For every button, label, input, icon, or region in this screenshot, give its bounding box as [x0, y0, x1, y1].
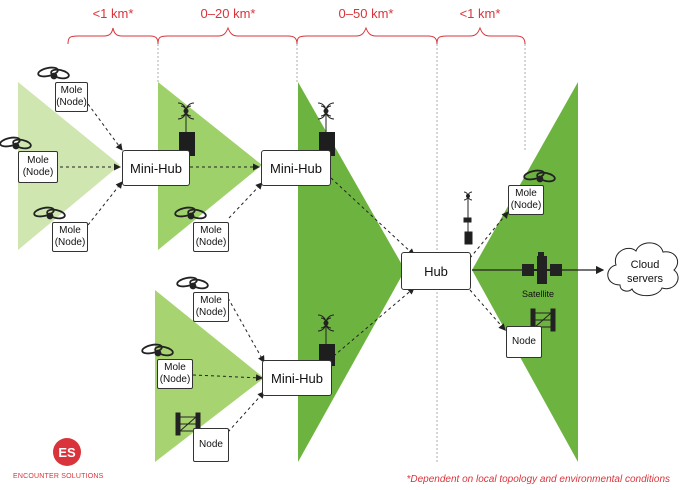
range-label-3: 0–50 km*: [338, 6, 394, 21]
mole-icon: [174, 206, 207, 220]
antenna-icon: [317, 102, 335, 132]
mole-node-box: Mole(Node): [18, 151, 58, 183]
connection-arrows: [60, 103, 509, 433]
satellite-icon: [522, 252, 562, 284]
range-brackets: [67, 26, 526, 45]
antenna-icon: [177, 102, 195, 132]
range-label-4: <1 km*: [459, 6, 501, 21]
mini-hub-box: Mini-Hub: [122, 150, 190, 186]
mole-node-box: Mole(Node): [508, 185, 544, 215]
logo-mark-text: ES: [58, 445, 76, 460]
logo-name: ENCOUNTER SOLUTIONS: [13, 473, 104, 480]
mole-node-box: Mole(Node): [55, 82, 88, 112]
mole-node-box: Mole(Node): [193, 292, 229, 322]
mole-icon: [37, 66, 70, 80]
range-label-2: 0–20 km*: [200, 6, 256, 21]
gate-icon: [530, 308, 556, 332]
satellite-label: Satellite: [522, 289, 555, 299]
mole-icon: [176, 276, 209, 290]
hub-antenna-icon: [463, 191, 473, 245]
mole-icon: [0, 136, 32, 150]
sensor-node-box: Node: [506, 326, 542, 358]
mole-icon: [141, 343, 174, 357]
logo-mark: [53, 438, 81, 466]
footnote: *Dependent on local topology and environ…: [406, 474, 670, 485]
gate-icon: [175, 412, 201, 436]
mole-node-box: Mole(Node): [193, 222, 229, 252]
coverage-zone-4: [155, 290, 264, 462]
mole-icon: [33, 206, 66, 220]
sensor-node-box: Node: [193, 428, 229, 462]
range-label-1: <1 km*: [92, 6, 134, 21]
mole-node-box: Mole(Node): [157, 359, 193, 389]
coverage-zone-3: [298, 82, 405, 462]
hub-box: Hub: [401, 252, 471, 290]
antenna-icon: [317, 314, 335, 344]
mini-hub-box: Mini-Hub: [261, 150, 331, 186]
mole-node-box: Mole(Node): [52, 222, 88, 252]
mini-hub-box: Mini-Hub: [262, 360, 332, 396]
mole-icon: [523, 169, 556, 183]
cloud-shape: [607, 242, 679, 297]
